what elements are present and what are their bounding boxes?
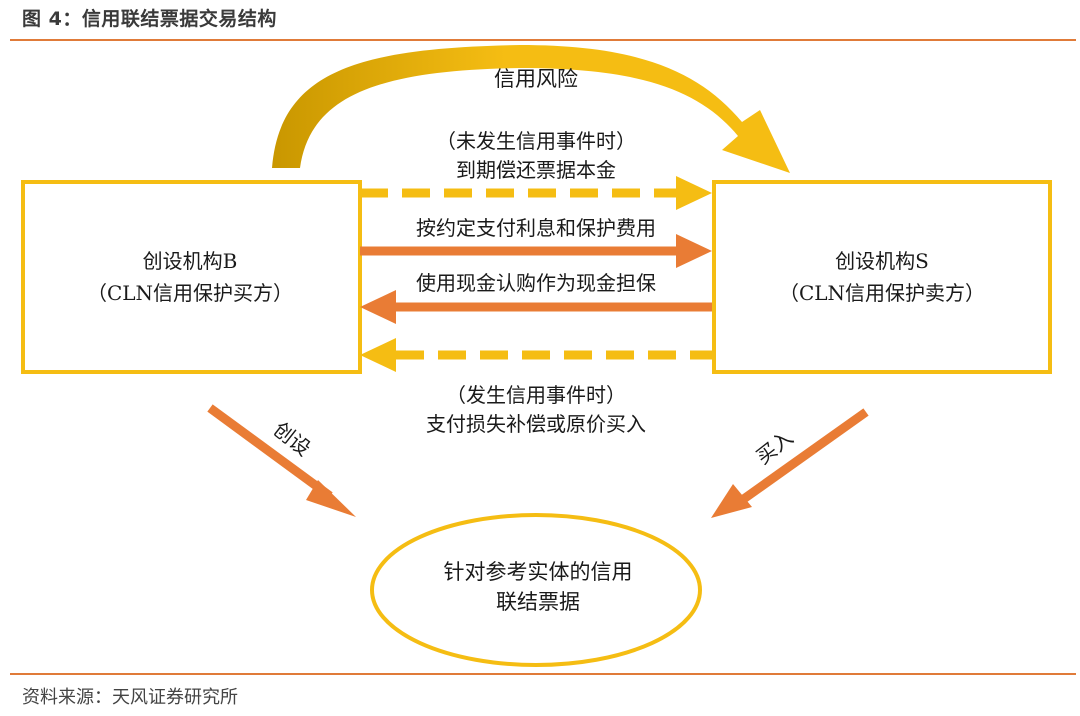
bottom-divider — [10, 673, 1076, 675]
credit-risk-label: 信用风险 — [494, 67, 578, 91]
cln-note-line2: 联结票据 — [496, 590, 580, 614]
loss-compensation-label: 支付损失补偿或原价买入 — [426, 412, 646, 436]
top-divider — [10, 39, 1076, 41]
institution-b-name: 创设机构B — [143, 249, 238, 273]
institution-s-box — [712, 180, 1052, 374]
institution-b-role: （CLN信用保护买方） — [87, 281, 293, 305]
institution-s-role: （CLN信用保护卖方） — [779, 281, 985, 305]
institution-s-name: 创设机构S — [835, 249, 929, 273]
cln-note-line1: 针对参考实体的信用 — [444, 560, 633, 584]
source-note: 资料来源：天风证券研究所 — [22, 687, 238, 708]
interest-fee-arrow — [360, 234, 712, 268]
buy-arrow — [711, 408, 869, 518]
credit-event-condition-label: （发生信用事件时） — [446, 383, 626, 407]
loss-compensation-arrow — [360, 338, 712, 372]
principal-repayment-label: 到期偿还票据本金 — [456, 158, 616, 182]
principal-repayment-arrow — [360, 176, 712, 210]
interest-fee-label: 按约定支付利息和保护费用 — [416, 216, 656, 240]
cash-collateral-arrow — [360, 290, 712, 324]
credit-risk-arrow — [272, 45, 790, 173]
create-arrow — [207, 404, 356, 517]
figure-title: 图 4：信用联结票据交易结构 — [22, 8, 277, 30]
cln-note-ellipse — [370, 513, 702, 667]
cash-collateral-label: 使用现金认购作为现金担保 — [416, 271, 656, 295]
no-event-condition-label: （未发生信用事件时） — [436, 129, 636, 153]
institution-b-box — [21, 180, 362, 374]
